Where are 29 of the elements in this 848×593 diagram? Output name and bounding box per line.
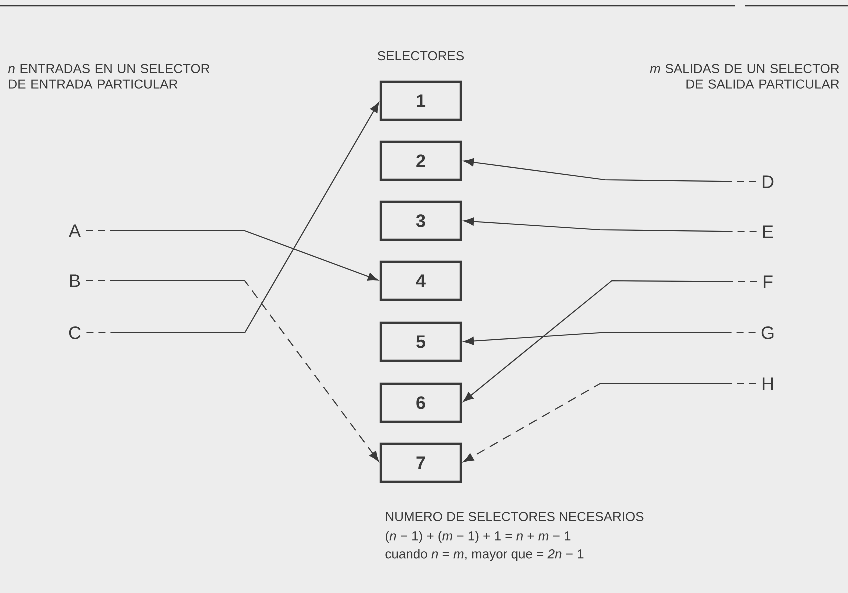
selector-box: 1 <box>380 80 462 122</box>
note-text: (n − 1) + (m − 1) + 1 = n + m − 1 <box>386 531 571 544</box>
arrow <box>86 280 380 462</box>
line-letter: E <box>763 226 774 238</box>
selector-box: 3 <box>380 200 462 242</box>
arrow <box>463 280 758 402</box>
arrow <box>464 158 756 183</box>
caption-text: m SALIDAS DE UN SELECTOR DE SALIDA PARTICULAR <box>650 64 840 89</box>
note-text: NUMERO DE SELECTORES NECESARIOS <box>386 512 644 522</box>
line-letter: H <box>762 378 774 390</box>
arrow <box>464 332 756 346</box>
arrow <box>86 230 378 281</box>
selector-box: 2 <box>380 140 462 182</box>
selector-box: 4 <box>380 260 462 302</box>
line-letter: G <box>762 326 774 340</box>
line-letter: A <box>69 224 81 238</box>
arrow <box>86 102 380 334</box>
selector-box: 6 <box>380 382 462 424</box>
line-letter: B <box>70 274 80 288</box>
line-letter: C <box>69 326 81 340</box>
note-text: cuando n = m, mayor que = 2n − 1 <box>386 549 584 562</box>
arrow <box>464 383 756 462</box>
arrow <box>464 218 757 233</box>
line-letter: D <box>762 176 774 188</box>
caption-text: n ENTRADAS EN UN SELECTOR DE ENTRADA PARTICULAR <box>8 64 210 89</box>
heading: SELECTORES <box>378 51 464 61</box>
line-letter: F <box>764 276 773 288</box>
selector-box: 5 <box>380 322 462 362</box>
selector-box: 7 <box>380 442 462 484</box>
